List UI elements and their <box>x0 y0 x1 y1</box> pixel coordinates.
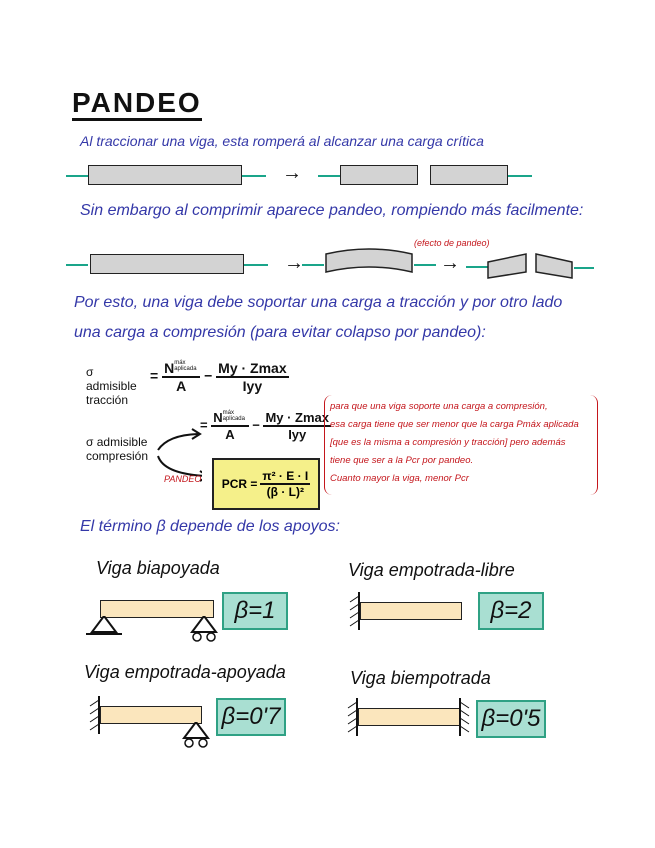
arrow-left-icon <box>414 264 436 266</box>
beam-empotrada-apoyada <box>100 706 202 724</box>
note-bracket <box>324 395 598 495</box>
beam <box>90 254 244 274</box>
text-compresion: Sin embargo al comprimir aparece pandeo,… <box>80 202 584 219</box>
page-title: PANDEO <box>72 88 202 121</box>
support-name: Viga empotrada-libre <box>348 560 515 580</box>
n-term: N <box>164 360 175 376</box>
broken-beam-left <box>340 165 418 185</box>
beta-box: β=1 <box>222 592 288 630</box>
text-traccion: Al traccionar una viga, esta romperá al … <box>80 133 484 149</box>
note-line: tiene que ser a la Pcr por pandeo. <box>330 455 474 466</box>
arrow-right-icon <box>508 175 532 177</box>
compression-note: para que una viga soporte una carga a co… <box>330 398 594 488</box>
fixed-support-icon <box>349 592 360 630</box>
i-term: Iyy <box>288 427 307 442</box>
arrow-right-icon <box>302 264 324 266</box>
arrow-right-icon: → <box>282 162 302 184</box>
note-line: Cuanto mayor la viga, menor Pcr <box>330 473 469 484</box>
note-line: esa carga tiene que ser menor que la car… <box>330 419 579 430</box>
arrow-right-icon: → <box>440 252 460 274</box>
branch-arrows <box>157 428 202 482</box>
i-term: Iyy <box>242 378 263 394</box>
beta-box: β=0'7 <box>216 698 286 736</box>
support-name: Viga biempotrada <box>350 668 491 688</box>
arrow-right-icon <box>466 266 488 268</box>
m-term: My · Zmax <box>263 410 332 427</box>
arrow-right-icon <box>242 175 266 177</box>
pcr-formula-box: PCR = π² · E · I(β · L)² <box>212 458 320 510</box>
beam-biapoyada <box>100 600 214 618</box>
support-name: Viga empotrada-apoyada <box>84 662 286 682</box>
beam-empotrada-libre <box>360 602 462 620</box>
fixed-support-icon <box>459 698 470 736</box>
m-term: My · Zmax <box>216 360 289 378</box>
fixed-support-icon <box>347 698 358 736</box>
beam-biempotrada <box>358 708 460 726</box>
a-term: A <box>176 378 187 394</box>
text-carga-compresion: una carga a compresión (para evitar cola… <box>74 324 486 341</box>
text-beta: El término β depende de los apoyos: <box>80 518 340 535</box>
beta-box: β=2 <box>478 592 544 630</box>
beam <box>88 165 242 185</box>
note-line: [que es la misma a compresión y tracción… <box>330 437 566 448</box>
pcr-numerator: π² · E · I <box>260 469 311 485</box>
arrow-left-icon <box>318 175 340 177</box>
broken-buckled-beam <box>487 253 594 279</box>
pandeo-label: PANDEO <box>164 474 202 484</box>
beta-box: β=0'5 <box>476 700 546 738</box>
pandeo-note: (efecto de pandeo) <box>414 238 490 248</box>
broken-beam-right <box>430 165 508 185</box>
arrow-right-icon: → <box>284 252 304 274</box>
pin-supports-icon <box>86 616 218 642</box>
pcr-denominator: (β · L)² <box>266 485 304 499</box>
arrow-right-icon <box>66 264 88 266</box>
sigma-traccion-label: σ admisible tracción <box>86 365 137 407</box>
arrow-left-icon <box>66 175 88 177</box>
text-por-esto: Por esto, una viga debe soportar una car… <box>74 294 563 311</box>
roller-support-icon <box>182 722 210 748</box>
n-subscript: máx aplicada <box>222 410 245 422</box>
n-term: N <box>213 410 223 425</box>
arrow-left-icon <box>244 264 268 266</box>
fixed-support-icon <box>89 696 100 734</box>
support-name: Viga biapoyada <box>96 558 220 578</box>
n-subscript: máx aplicada <box>174 360 197 372</box>
a-term: A <box>225 427 235 442</box>
sigma-compresion-label: σ admisible compresión <box>86 435 149 463</box>
pcr-lhs: PCR = <box>221 477 258 491</box>
buckled-beam <box>325 248 413 273</box>
note-line: para que una viga soporte una carga a co… <box>330 401 548 412</box>
